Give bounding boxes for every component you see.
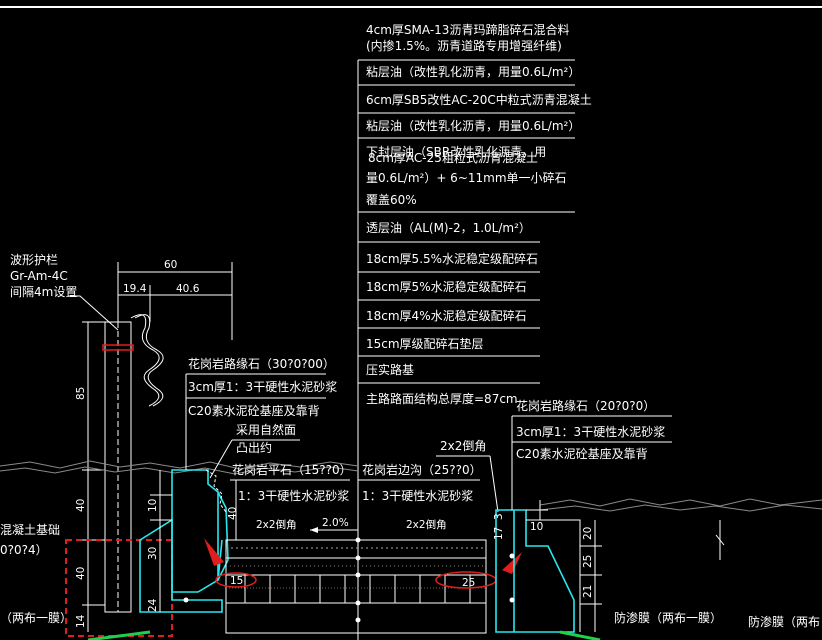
layer-tack-coat-1: 粘层油（改性乳化沥青，用量0.6L/m²） <box>366 64 580 79</box>
layer-cement-stab-5: 18cm厚5%水泥稳定级配碎石 <box>366 279 527 294</box>
layer-seal-coat-c: 覆盖60% <box>366 193 417 207</box>
left-curb-base: C20素水泥砼基座及靠背 <box>188 403 320 418</box>
ground-surface-hatch <box>0 460 822 512</box>
layer-ac20: 6cm厚SB5改性AC-20C中粒式沥青混凝土 <box>366 92 592 107</box>
layer-cement-stab-4: 18cm厚4%水泥稳定级配碎石 <box>366 308 527 323</box>
dim-25-right: 25 <box>582 555 594 568</box>
dim-30: 30 <box>147 547 159 560</box>
layer-prime-coat: 透层油（AL(M)-2，1.0L/m²） <box>366 221 531 235</box>
left-curb-finish: 采用自然面 <box>236 422 296 437</box>
dim-top-guardrail <box>117 262 233 340</box>
chamfer-left: 2x2倒角 <box>256 519 297 531</box>
chamfer-right: 2x2倒角 <box>406 519 447 531</box>
dim-20: 20 <box>582 527 594 540</box>
layer-tack-coat-2: 粘层油（改性乳化沥青，用量0.6L/m²） <box>366 118 580 133</box>
dim-left-vertical <box>82 321 105 632</box>
guardrail-leader <box>70 295 119 331</box>
ground-line-green-left <box>87 630 151 640</box>
layer-subgrade: 压实路基 <box>366 362 414 377</box>
left-curb-mortar: 3cm厚1：3干硬性水泥砂浆 <box>188 379 337 394</box>
dim-10-left: 10 <box>147 499 159 512</box>
left-curb-relief: 凸出约 <box>236 440 272 455</box>
layer-sma: 4cm厚SMA-13沥青玛蹄脂碎石混合料 <box>366 22 569 37</box>
left-curb-dims <box>150 470 172 612</box>
membrane-mid-label: 防渗膜（两布一膜） <box>614 610 722 625</box>
flat-stone-mortar: 1：3干硬性水泥砂浆 <box>238 488 349 503</box>
left-curb-body <box>139 469 229 613</box>
dim-14: 14 <box>75 614 87 628</box>
flat-stone-name: 花岗岩平石（15??0） <box>232 462 352 477</box>
dim-60: 60 <box>164 259 177 271</box>
layer-sma-note: (内掺1.5%。沥青道路专用增强纤维) <box>366 38 562 53</box>
total-thickness-note: 主路路面结构总厚度=87cm <box>366 391 518 406</box>
leader-node-dots <box>183 537 515 623</box>
dim-17: 17 <box>493 527 505 540</box>
ground-line-green-right <box>559 630 601 640</box>
dim-3: 3 <box>493 513 505 520</box>
gutter-name: 花岗岩边沟（25??0） <box>362 462 482 477</box>
dim-85: 85 <box>75 387 87 400</box>
right-curb-name: 花岗岩路缘石（20?0?0） <box>516 398 655 413</box>
membrane-right-label: 防渗膜（两布 <box>748 614 820 629</box>
dim-24: 24 <box>147 598 159 612</box>
dim-40-c: 40 <box>227 507 239 520</box>
dim-40-6: 40.6 <box>176 283 200 295</box>
right-curb-mortar: 3cm厚1：3干硬性水泥砂浆 <box>516 424 665 439</box>
highlight-ellipse-left <box>215 572 257 588</box>
layer-seal-coat-b: 量0.6L/m²）+ 6~11mm单一小碎石 <box>366 170 567 185</box>
left-curb-name: 花岗岩路缘石（30?0?00） <box>188 356 335 371</box>
slope-label: 2.0% <box>322 517 349 529</box>
dim-10-right: 10 <box>530 521 543 533</box>
dim-19-4: 19.4 <box>123 283 147 295</box>
layer-graded-gravel: 15cm厚级配碎石垫层 <box>366 336 484 351</box>
gutter-chamfer: 2x2倒角 <box>440 439 486 453</box>
left-membrane-label: （两布一膜） <box>0 611 72 625</box>
guardrail-name: 波形护栏 <box>10 252 58 267</box>
dim-40-a: 40 <box>75 499 87 512</box>
dim-40-b: 40 <box>75 567 87 580</box>
dim-15: 15 <box>230 575 243 587</box>
arrow-left-red <box>204 538 224 566</box>
layer-cement-stab-55: 18cm厚5.5%水泥稳定级配碎石 <box>366 251 538 266</box>
arrow-right-red <box>502 552 522 574</box>
right-curb-body <box>495 500 581 633</box>
dim-21: 21 <box>582 585 594 598</box>
layer-seal-coat-a: 下封层油（SBR改性乳化沥青，用 <box>366 145 546 159</box>
left-foundation-line2: 0?0?4） <box>0 543 48 557</box>
guardrail-spacing: 间隔4m设置 <box>10 285 77 299</box>
right-curb-base: C20素水泥砼基座及靠背 <box>516 446 648 461</box>
right-vertical-dims <box>580 520 725 632</box>
dim-25: 25 <box>462 577 475 589</box>
guardrail-spec: Gr-Am-4C <box>10 269 68 283</box>
left-foundation-line1: 混凝土基础 <box>0 522 60 537</box>
gutter-mortar: 1：3干硬性水泥砂浆 <box>362 488 473 503</box>
layer-ac25-overlap: 8cm厚AC-25粗粒式沥青混凝土 <box>368 150 538 165</box>
